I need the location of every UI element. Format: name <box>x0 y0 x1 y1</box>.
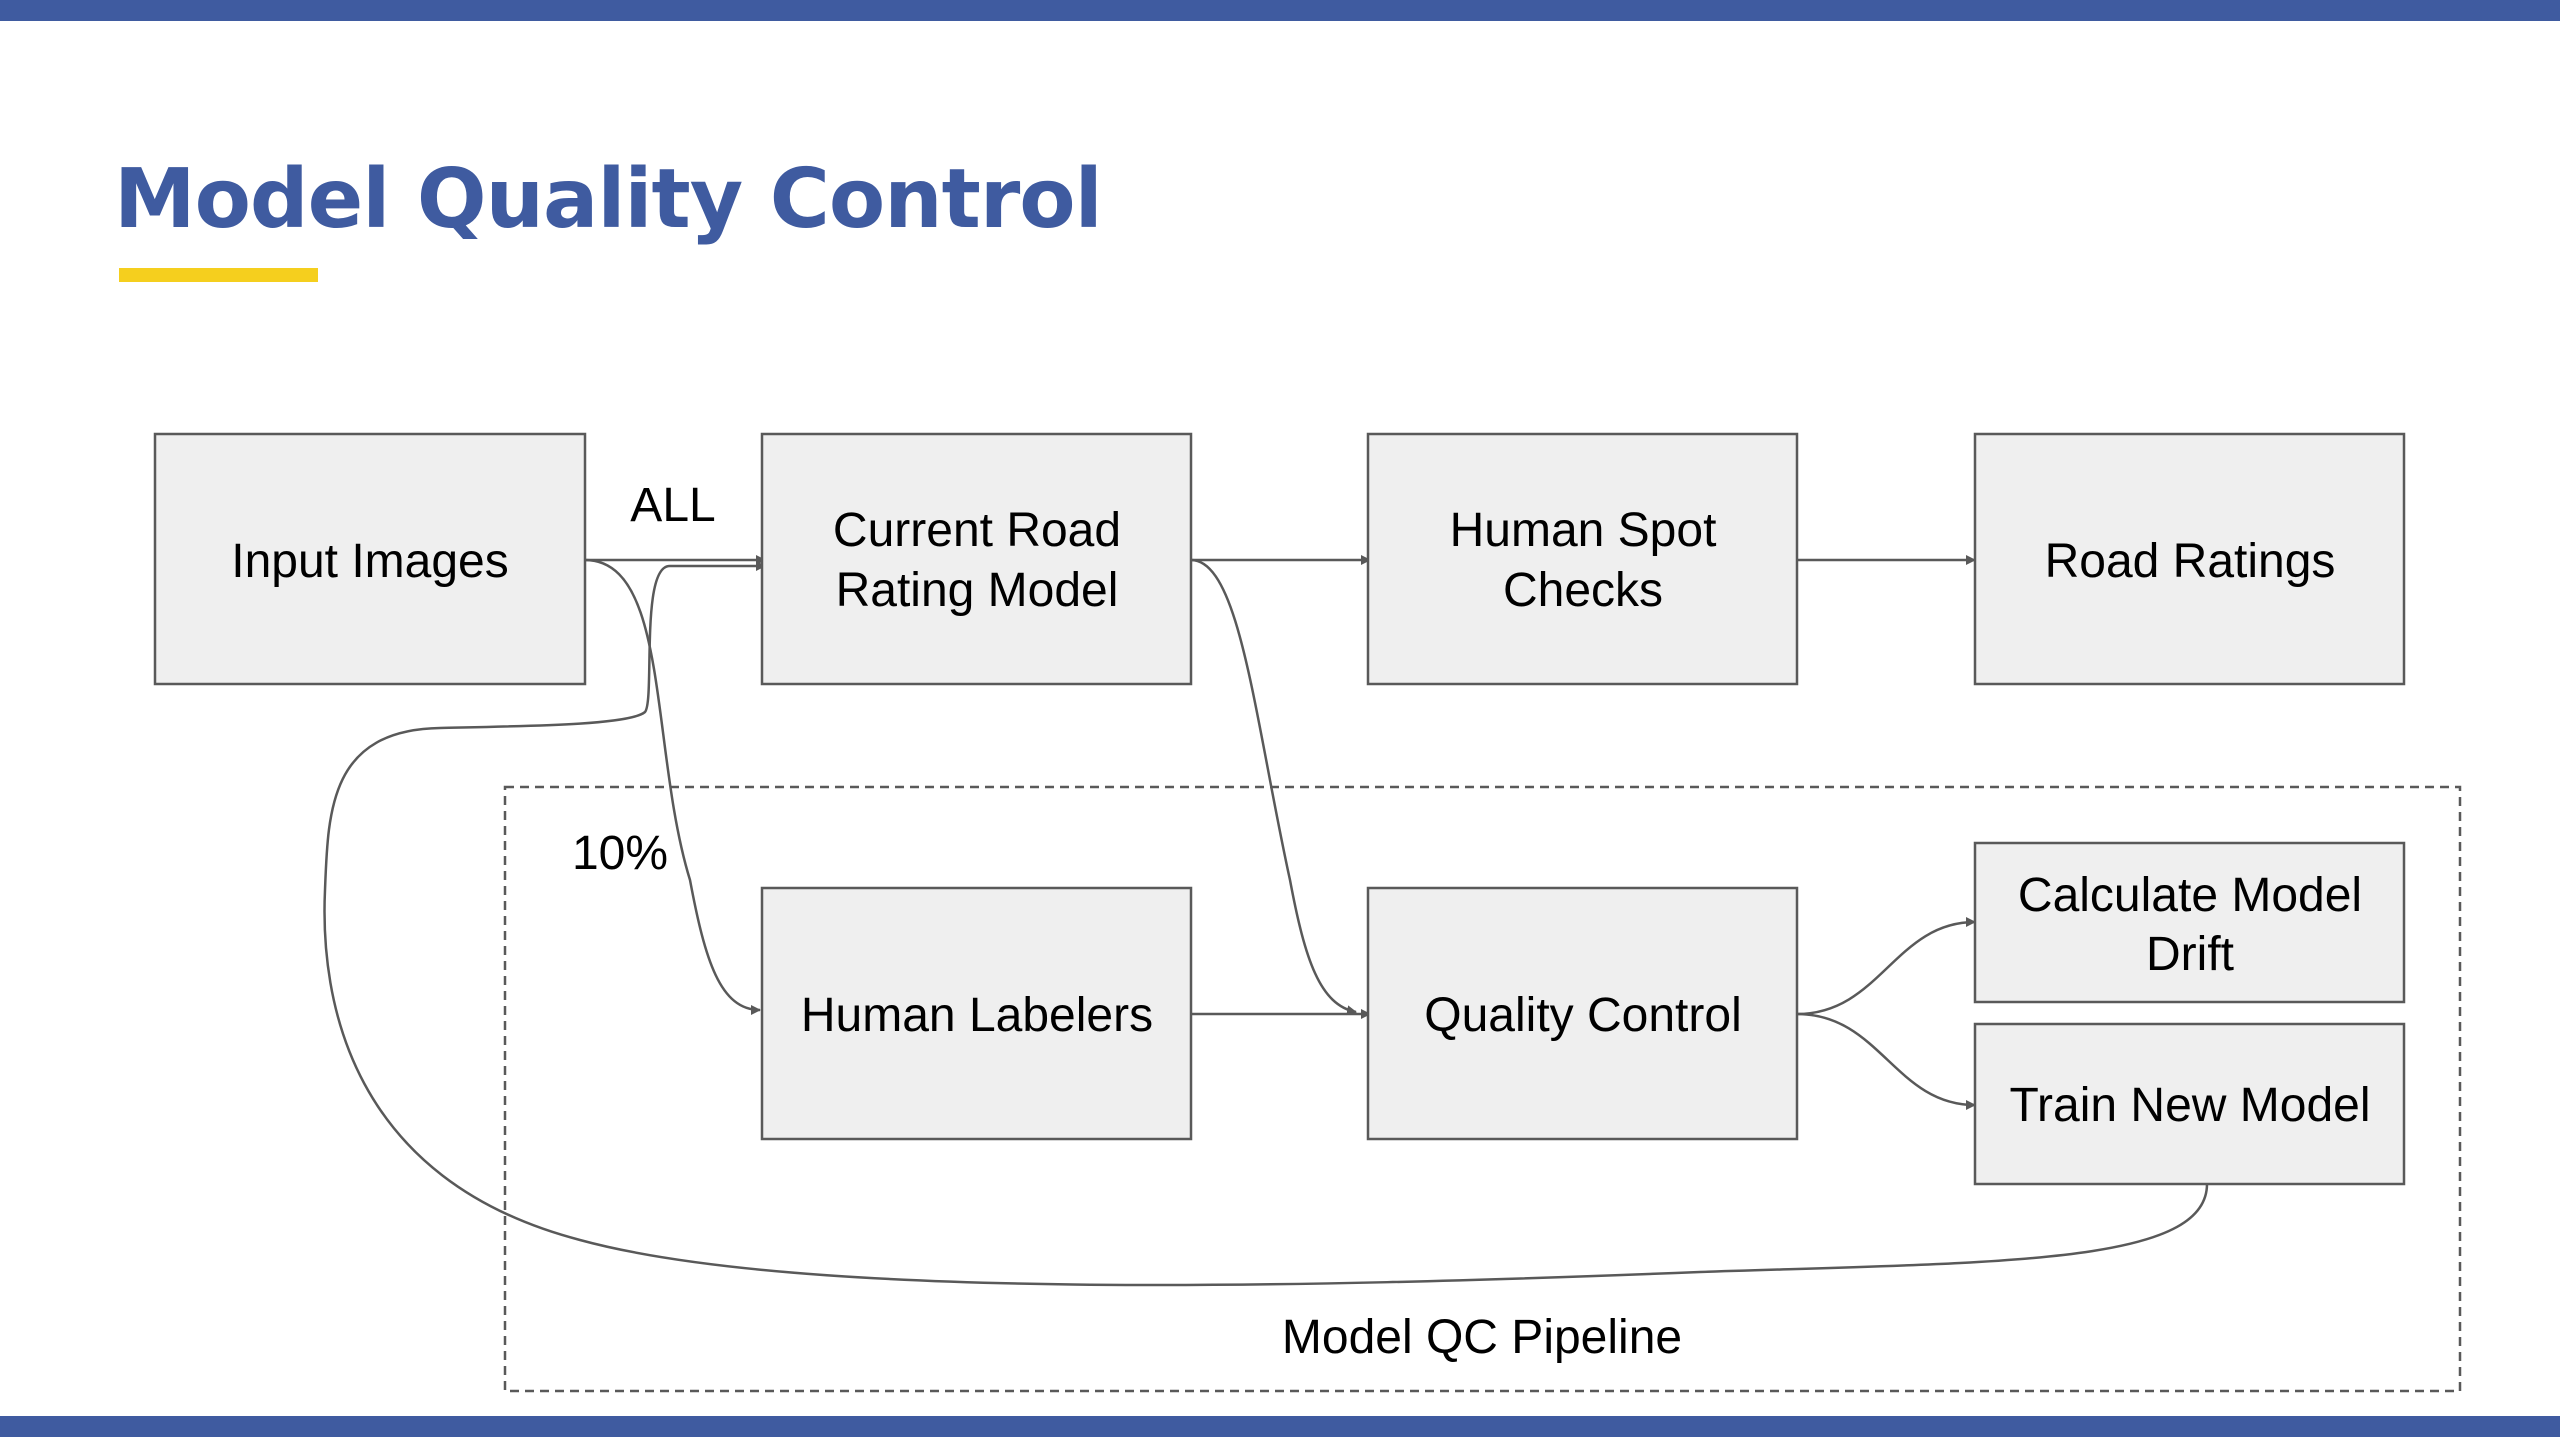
node-human-labelers-label: Human Labelers <box>801 989 1153 1042</box>
title-underline <box>119 268 318 282</box>
node-train-new-model: Train New Model <box>1973 1022 2406 1186</box>
node-spot-checks-label-line-2: Checks <box>1503 564 1663 617</box>
node-train-new-model-label: Train New Model <box>2009 1079 2370 1132</box>
edge-label-10-percent: 10% <box>572 827 668 880</box>
node-current-model-label-line-2: Rating Model <box>836 564 1119 617</box>
node-human-spot-checks: Human Spot Checks <box>1366 432 1799 686</box>
pipeline-group-label: Model QC Pipeline <box>1282 1311 1682 1364</box>
top-accent-bar <box>0 0 2560 21</box>
node-model-drift-label-line-1: Calculate Model <box>2018 869 2362 922</box>
node-road-ratings: Road Ratings <box>1973 432 2406 686</box>
node-model-drift-label-line-2: Drift <box>2146 928 2234 981</box>
edge-train-new-model-to-current-model <box>323 561 2209 1287</box>
edge-current-model-to-quality-control <box>1190 558 1357 1016</box>
pipeline-group-frame <box>503 785 2462 1393</box>
node-current-model-label-line-1: Current Road <box>833 504 1121 557</box>
edge-qc-to-train-new-model <box>1796 1012 1976 1110</box>
node-quality-control-label: Quality Control <box>1424 989 1741 1042</box>
node-current-road-rating-model: Current Road Rating Model <box>760 432 1193 686</box>
node-input-images-label: Input Images <box>231 535 509 588</box>
node-human-labelers: Human Labelers <box>760 886 1193 1141</box>
node-spot-checks-label-line-1: Human Spot <box>1450 504 1717 557</box>
bottom-accent-bar <box>0 1416 2560 1437</box>
edge-qc-to-model-drift <box>1796 917 1976 1016</box>
node-input-images: Input Images <box>153 432 587 686</box>
node-quality-control: Quality Control <box>1366 886 1799 1141</box>
slide-title: Model Quality Control <box>114 152 1103 247</box>
edge-input-to-human-labelers <box>584 558 761 1015</box>
node-road-ratings-label: Road Ratings <box>2045 535 2336 588</box>
edge-label-all: ALL <box>630 479 715 532</box>
node-calculate-model-drift: Calculate Model Drift <box>1973 841 2406 1004</box>
